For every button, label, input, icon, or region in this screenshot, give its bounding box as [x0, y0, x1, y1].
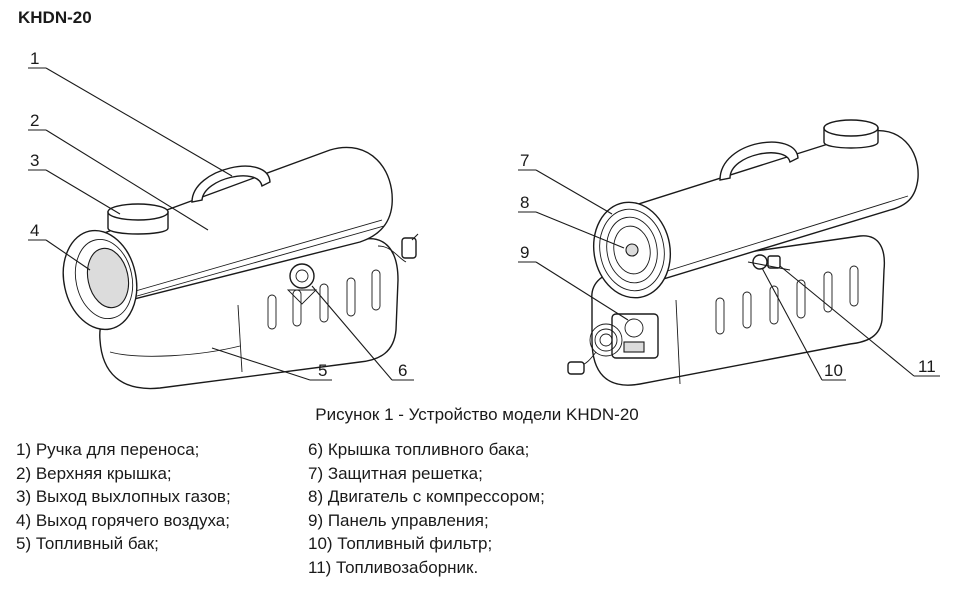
- callout-4: 4: [30, 221, 39, 240]
- callout-10: 10: [824, 361, 843, 380]
- callout-numbers-left: 1 2 3 4 5 6: [30, 49, 407, 380]
- legend-item: 4) Выход горячего воздуха;: [16, 510, 230, 530]
- carry-handle-left: [191, 165, 271, 203]
- legend-item: 8) Двигатель с компрессором;: [308, 487, 545, 506]
- heater-diagram: 1 2 3 4 5 6: [28, 49, 940, 390]
- callout-6: 6: [398, 361, 407, 380]
- leaders-left: [28, 67, 414, 381]
- callout-numbers-right: 7 8 9 10 11: [520, 151, 936, 380]
- heater-right-view: [567, 119, 919, 386]
- legend-item: 5) Топливный бак;: [16, 534, 159, 553]
- figure-caption: Рисунок 1 - Устройство модели KHDN-20: [315, 405, 639, 424]
- legend-column-2: 6) Крышка топливного бака; 7) Защитная р…: [308, 438, 545, 579]
- heater-body-left: [95, 146, 393, 301]
- carry-handle-right: [719, 141, 799, 181]
- callout-9: 9: [520, 243, 529, 262]
- leaders-right: [518, 169, 940, 381]
- callout-5: 5: [318, 361, 327, 380]
- callout-3: 3: [30, 151, 39, 170]
- callout-11: 11: [918, 357, 936, 376]
- callout-1: 1: [30, 49, 39, 68]
- callout-7: 7: [520, 151, 529, 170]
- legend-item: 2) Верхняя крышка;: [16, 463, 172, 483]
- model-title: KHDN-20: [18, 8, 92, 27]
- legend-item: 10) Топливный фильтр;: [308, 534, 493, 553]
- fuel-cap: [286, 263, 318, 305]
- legend-item: 7) Защитная решетка;: [308, 463, 483, 483]
- legend-item: 6) Крышка топливного бака;: [308, 440, 530, 459]
- tank-slots-right: [715, 265, 859, 335]
- protective-grille: [592, 201, 672, 299]
- callout-2: 2: [30, 111, 39, 130]
- legend-item: 3) Выход выхлопных газов;: [16, 487, 231, 506]
- legend-item: 11) Топливозаборник.: [308, 557, 479, 577]
- legend-item: 9) Панель управления;: [308, 510, 489, 530]
- coiled-power-cord: [567, 323, 623, 375]
- legend-column-1: 1) Ручка для переноса; 2) Верхняя крышка…: [16, 438, 231, 556]
- power-cord-left: [377, 245, 407, 263]
- heater-left-view: [62, 146, 419, 390]
- control-panel: [611, 313, 659, 359]
- callout-8: 8: [520, 193, 529, 212]
- legend-item: 1) Ручка для переноса;: [16, 440, 200, 459]
- heater-body-right: [625, 129, 919, 281]
